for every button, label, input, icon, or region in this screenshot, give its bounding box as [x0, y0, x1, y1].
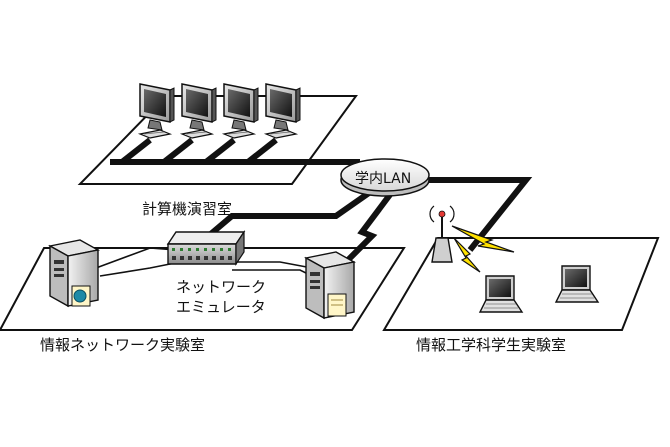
room-label-computer-room: 計算機演習室 [142, 200, 233, 218]
wireless-access-point-icon [429, 205, 455, 263]
room-label-student-lab: 情報工学科学生実験室 [416, 336, 567, 354]
pc-monitor-icon [223, 83, 259, 139]
wireless-signal-icon [451, 225, 515, 253]
room-label-network-lab: 情報ネットワーク実験室 [40, 336, 206, 354]
pc-monitor-icon [265, 83, 301, 139]
floor-network-lab [0, 247, 406, 331]
wireless-signal-icon [453, 237, 481, 273]
network-emulator-icon [166, 230, 246, 266]
network-cables [110, 137, 533, 265]
laptop-icon [555, 265, 599, 303]
pc-monitor-icon [181, 83, 217, 139]
floor-student-lab [382, 237, 660, 331]
pc-monitor-icon [139, 83, 175, 139]
globe-document-icon [71, 285, 91, 307]
floor-computer-room [77, 95, 358, 185]
document-icon [327, 293, 347, 317]
campus-lan-label: 学内LAN [355, 171, 412, 187]
emulator-label-line1: ネットワーク [176, 278, 267, 296]
emulator-label-line2: エミュレータ [176, 298, 266, 316]
laptop-icon [479, 275, 523, 313]
campus-lan-cloud-icon [340, 158, 430, 197]
